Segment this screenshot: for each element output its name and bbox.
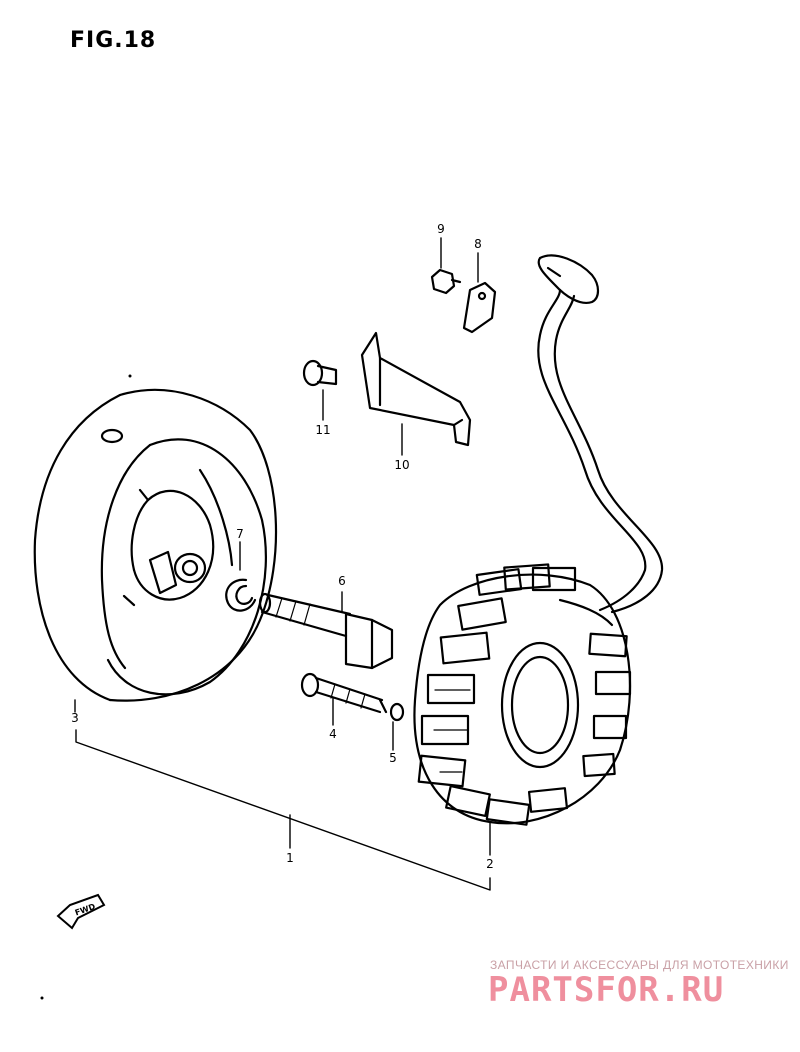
callout-4: 4	[329, 727, 337, 741]
rotor-bolt	[258, 592, 394, 670]
stator-screw	[300, 672, 388, 714]
fwd-arrow: FWD	[56, 893, 106, 930]
callout-8: 8	[474, 237, 482, 251]
watermark-caption: ЗАПЧАСТИ И АКСЕССУАРЫ ДЛЯ МОТОТЕХНИКИ	[490, 958, 789, 972]
callout-2: 2	[486, 857, 494, 871]
callout-9: 9	[437, 222, 445, 236]
circlip	[225, 578, 257, 612]
nut	[430, 268, 462, 295]
stator-assembly	[413, 254, 664, 826]
washer	[389, 702, 405, 722]
clamp-screw	[302, 359, 338, 387]
wire-clamp	[360, 331, 472, 447]
callout-11: 11	[315, 423, 330, 437]
callout-10: 10	[394, 458, 409, 472]
leader-lines	[74, 237, 491, 891]
terminal-plate	[462, 281, 497, 334]
figure-title: FIG.18	[70, 28, 157, 53]
callout-6: 6	[338, 574, 346, 588]
callout-7: 7	[236, 527, 244, 541]
watermark-logo: PARTSFOR.RU	[488, 970, 725, 1010]
callout-1: 1	[286, 851, 294, 865]
callout-3: 3	[71, 711, 79, 725]
callout-5: 5	[389, 751, 397, 765]
